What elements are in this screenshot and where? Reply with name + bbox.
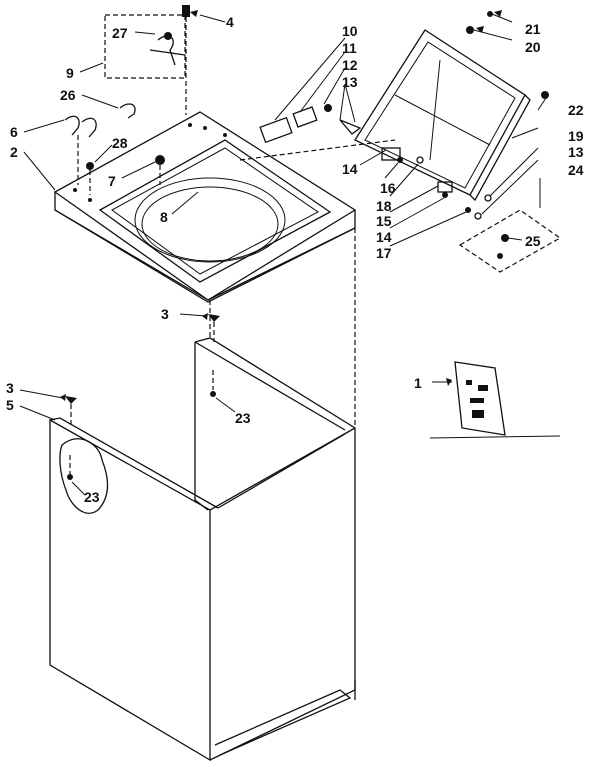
callout-22: 22 <box>568 102 584 118</box>
callout-13-lower: 13 <box>568 144 584 160</box>
callout-15: 15 <box>376 213 392 229</box>
callout-8: 8 <box>160 209 168 225</box>
part-19-lid <box>354 29 531 202</box>
callout-2: 2 <box>10 144 18 160</box>
callout-1: 1 <box>414 375 422 391</box>
callout-5: 5 <box>6 397 14 413</box>
callout-23-upper: 23 <box>235 410 251 426</box>
callout-7: 7 <box>108 173 116 189</box>
callout-25: 25 <box>525 233 541 249</box>
part-22-bumper <box>541 91 549 99</box>
callout-9: 9 <box>66 65 74 81</box>
lid-switch-parts <box>239 104 396 161</box>
callout-14-lower: 14 <box>376 229 392 245</box>
callout-28: 28 <box>112 135 128 151</box>
arrowheads <box>60 10 502 401</box>
callout-27: 27 <box>112 25 128 41</box>
callout-20: 20 <box>525 39 541 55</box>
part-1-instruction-card <box>429 361 561 439</box>
part-7-plug <box>155 155 165 185</box>
part-3-clips <box>65 314 220 428</box>
callout-23-lower: 23 <box>84 489 100 505</box>
callout-11: 11 <box>342 40 357 56</box>
part-27-dashed-box <box>104 14 186 79</box>
washer-top-assembly <box>53 111 357 303</box>
callout-6: 6 <box>10 124 18 140</box>
callout-18: 18 <box>376 198 392 214</box>
callout-19: 19 <box>568 128 584 144</box>
callout-14-upper: 14 <box>342 161 358 177</box>
callout-labels: 4 27 9 26 6 2 28 7 8 10 11 12 13 14 16 1… <box>6 14 584 505</box>
part-4-screw <box>182 5 190 115</box>
callout-21: 21 <box>525 21 541 37</box>
part-28-screw <box>86 162 94 195</box>
callout-3-upper: 3 <box>161 306 169 322</box>
callout-26: 26 <box>60 87 76 103</box>
callout-16: 16 <box>380 180 396 196</box>
cabinet <box>49 228 356 762</box>
part-6-clips <box>64 115 97 185</box>
part-24-dashed-box <box>458 209 562 273</box>
callout-10: 10 <box>342 23 358 39</box>
callout-4: 4 <box>226 14 234 30</box>
callout-13-upper: 13 <box>342 74 358 90</box>
parts-20-21 <box>466 11 493 34</box>
callout-12: 12 <box>342 57 358 73</box>
part-23-screws <box>67 370 216 480</box>
hinge-parts <box>381 147 492 220</box>
callout-17: 17 <box>376 245 392 261</box>
callout-24: 24 <box>568 162 584 178</box>
callout-3-lower: 3 <box>6 380 14 396</box>
part-26-clip <box>119 103 136 119</box>
leader-lines <box>19 13 547 496</box>
